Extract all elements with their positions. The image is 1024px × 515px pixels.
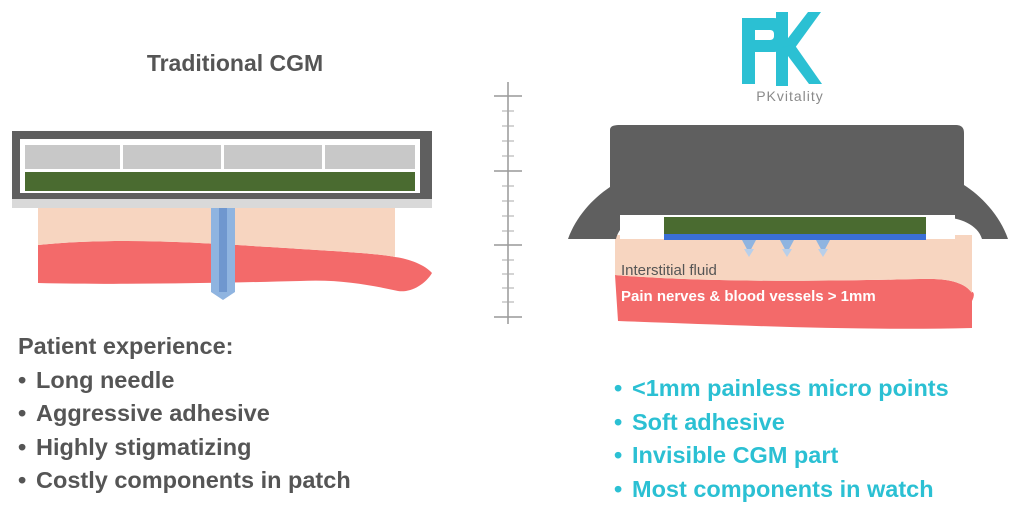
pkvitality-benefits-list: •<1mm painless micro points •Soft adhesi… bbox=[614, 372, 949, 506]
component-cell bbox=[123, 145, 221, 169]
list-item: •Costly components in patch bbox=[18, 467, 351, 493]
micro-point-base bbox=[664, 234, 926, 240]
list-item: •Long needle bbox=[18, 366, 175, 393]
blood-layer bbox=[615, 275, 972, 329]
adhesive-strip bbox=[12, 198, 432, 208]
component-cell bbox=[25, 145, 120, 169]
pain-nerves-label: Pain nerves & blood vessels > 1mm bbox=[621, 288, 876, 305]
micro-point bbox=[742, 240, 756, 253]
pkvitality-logo-text: PKvitality bbox=[756, 88, 824, 104]
list-item: •Highly stigmatizing bbox=[18, 433, 252, 460]
depth-ruler bbox=[494, 82, 522, 324]
watch-body bbox=[568, 125, 1008, 239]
sensor-board bbox=[664, 217, 926, 234]
list-item: •Invisible CGM part bbox=[614, 442, 839, 468]
patient-experience-heading: Patient experience: bbox=[18, 333, 234, 359]
component-cell bbox=[325, 145, 415, 169]
micro-point bbox=[780, 240, 794, 253]
list-item: •Most components in watch bbox=[614, 475, 934, 502]
skin-layer bbox=[615, 235, 972, 293]
pkvitality-logo-icon bbox=[742, 12, 822, 86]
traditional-cgm-diagram bbox=[12, 131, 432, 300]
component-cell bbox=[224, 145, 322, 169]
traditional-cgm-title: Traditional CGM bbox=[146, 50, 324, 76]
list-item: •Soft adhesive bbox=[614, 408, 785, 435]
patient-experience-list: Patient experience: •Long needle •Aggres… bbox=[18, 330, 351, 498]
interstitial-fluid-label: Interstitial fluid bbox=[621, 262, 717, 279]
list-item: •Aggressive adhesive bbox=[18, 400, 270, 426]
list-item: •<1mm painless micro points bbox=[614, 375, 949, 401]
micro-point bbox=[816, 240, 830, 253]
sensor-board bbox=[25, 172, 415, 191]
pkvitality-diagram bbox=[568, 125, 1008, 329]
